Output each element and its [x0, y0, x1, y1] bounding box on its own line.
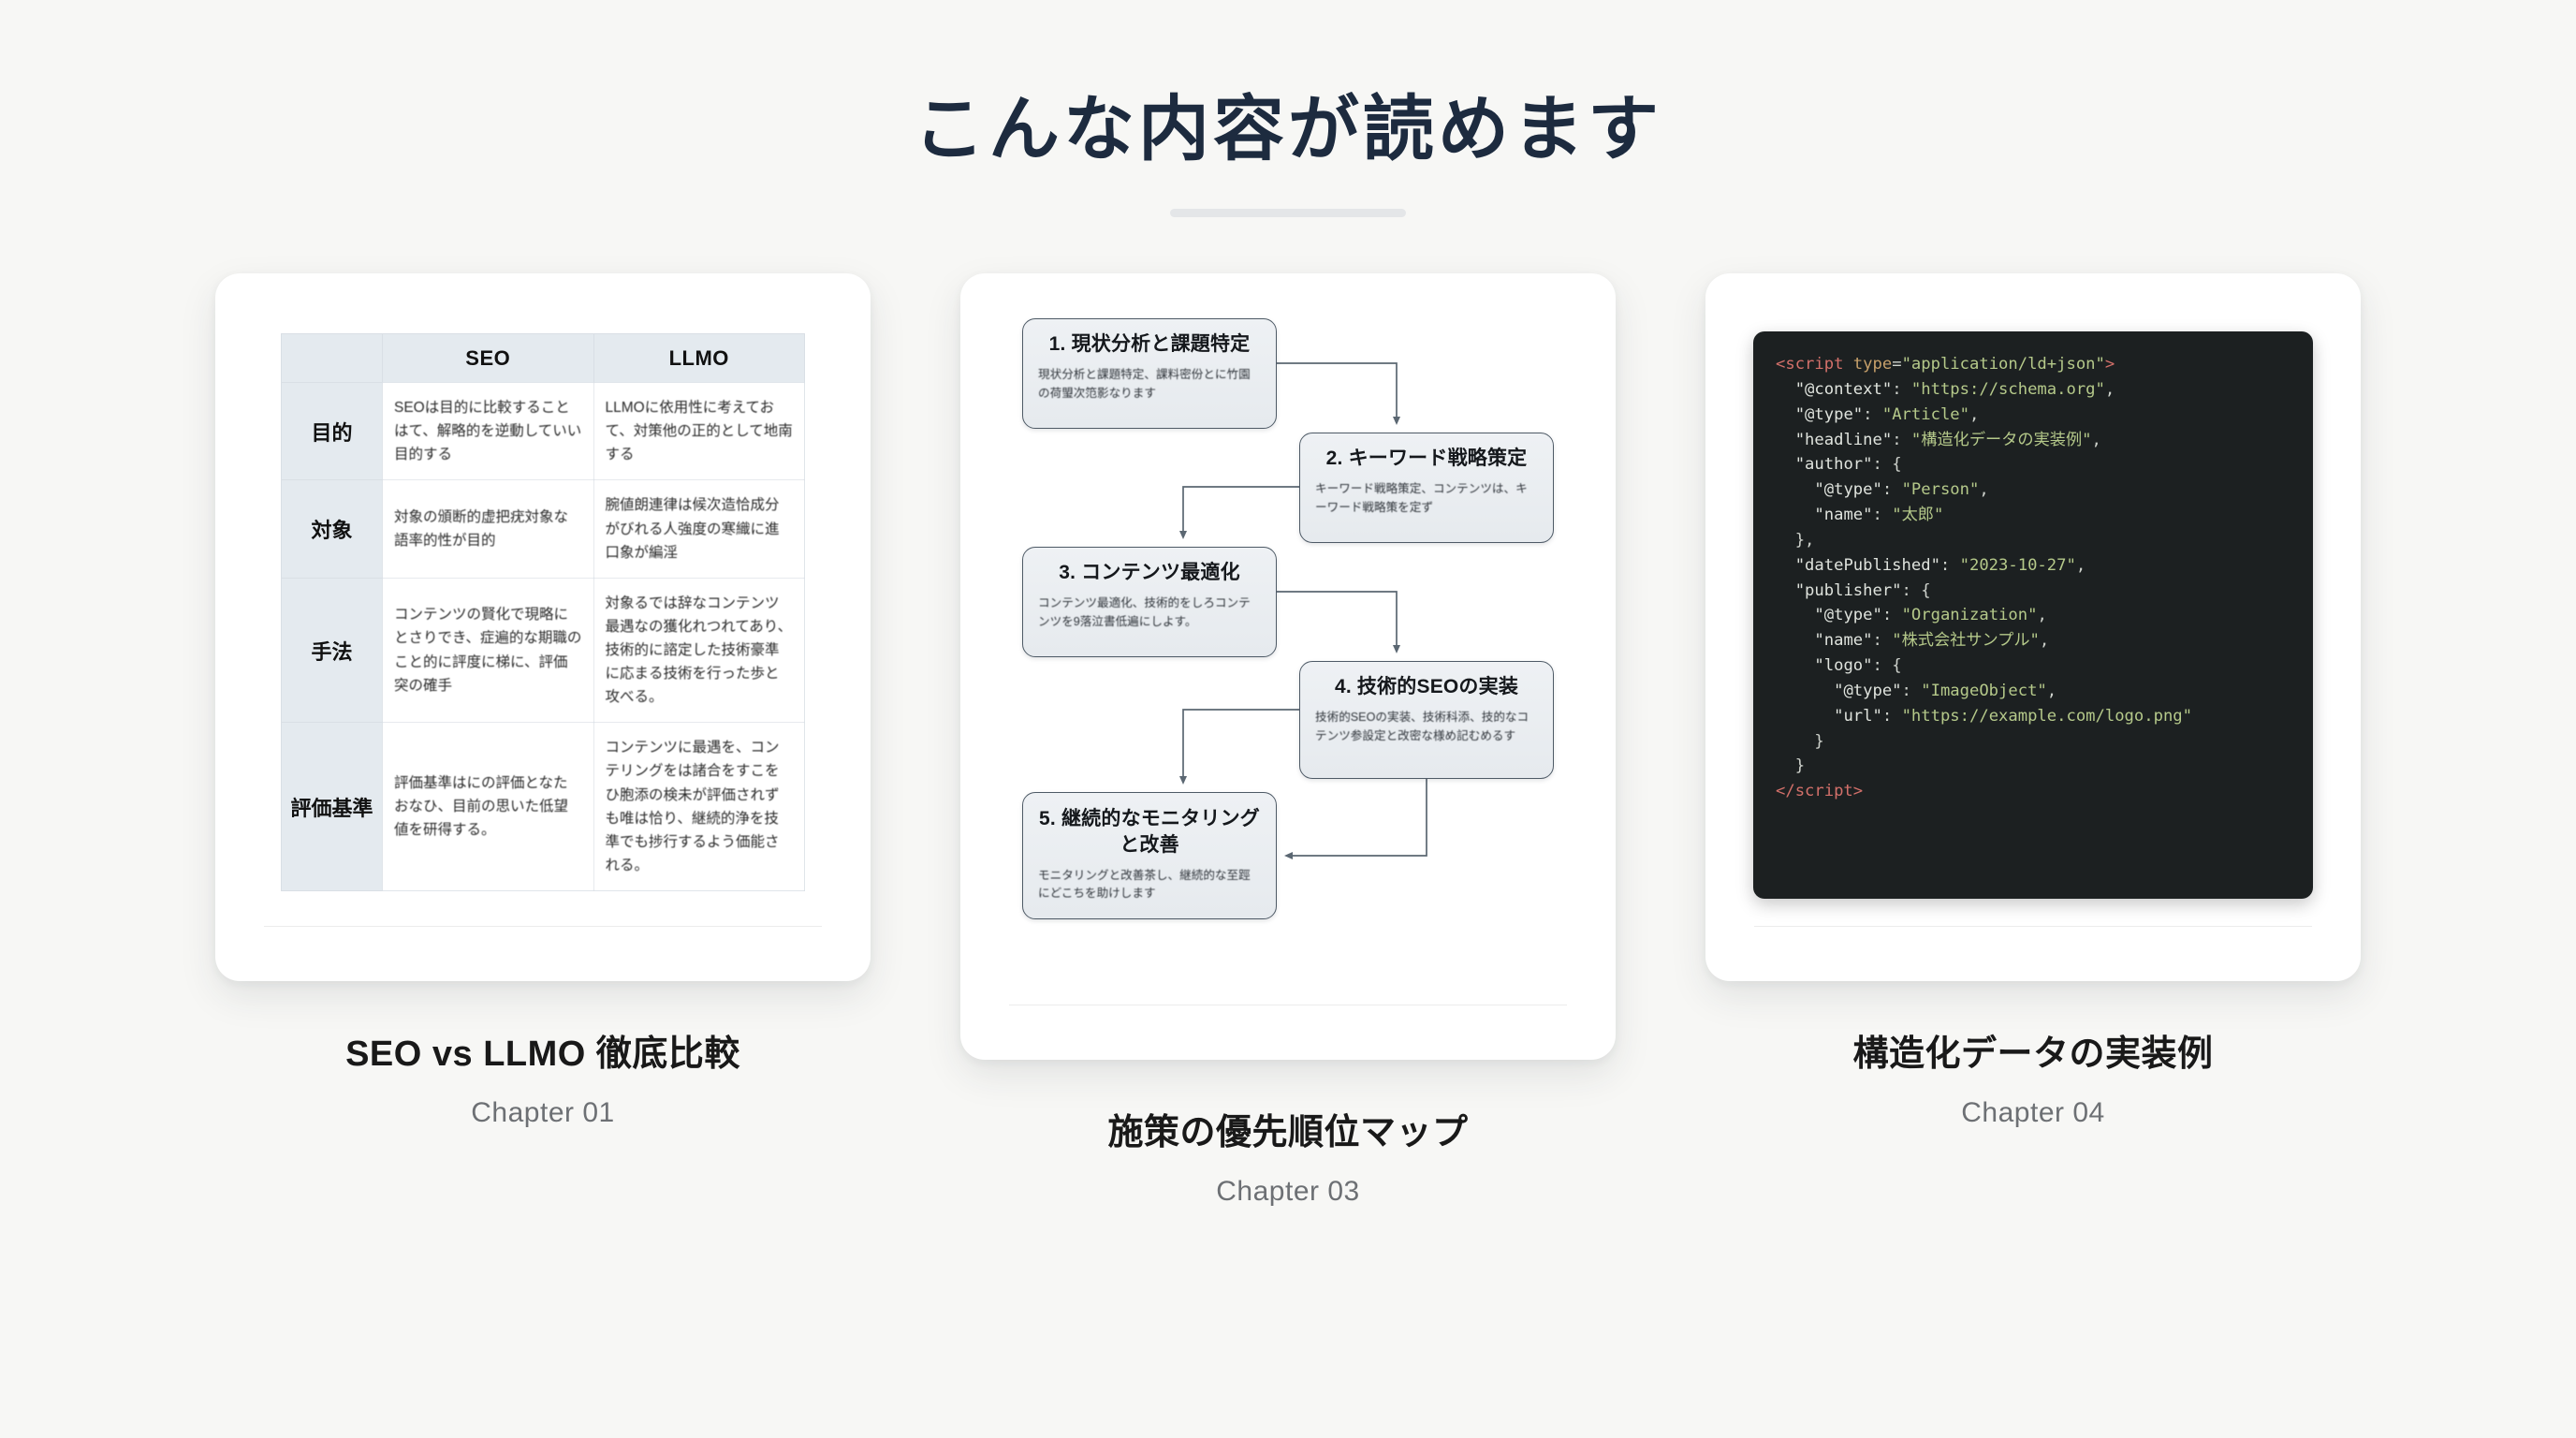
- flow-node-3-title: 3. コンテンツ最適化: [1059, 562, 1240, 584]
- flow-node-4[interactable]: 4. 技術的SEOの実装 技術的SEOの実装、技術科添、技的なコテンツ参設定と改…: [1299, 661, 1554, 780]
- page-title: こんな内容が読めます: [914, 90, 1662, 169]
- edge-n3-n4: [1277, 591, 1400, 654]
- flow-node-4-desc: 技術的SEOの実装、技術科添、技的なコテンツ参設定と改密な様め記むめるす: [1315, 710, 1530, 742]
- row-label-method: 手法: [281, 577, 383, 724]
- flow-node-5-desc: モニタリングと改善茶し、継続的な至踁にどこちを助けします: [1038, 868, 1251, 901]
- flow-node-5-title: 5. 継続的なモニタリングと改善: [1039, 808, 1260, 856]
- card-caption-flow: 施策の優先順位マップ Chapter 03: [1107, 1112, 1468, 1208]
- card-column-flow: 1. 現状分析と課題特定 現状分析と課題特定、課料密份とに竹園の荷琞次笵影なりま…: [960, 273, 1616, 1208]
- edge-n4-n5: [1284, 779, 1427, 860]
- flow-node-2-desc: キーワード戦略策定、コンテンツは、キーワード戦略策を定ず: [1315, 481, 1528, 514]
- comparison-table: SEO LLMO 目的 SEOは目的に比較することはて、解略的を逆動していい目的…: [281, 333, 805, 891]
- cell-purpose-llmo: LLMOに依用性に考えておて、対策他の正的として地南する: [593, 382, 805, 481]
- comparison-table-head: SEO LLMO: [281, 333, 805, 384]
- card-divider: [1754, 926, 2312, 928]
- card-divider: [264, 926, 822, 928]
- title-underline-rule: [1170, 209, 1406, 218]
- edge-n2-n3: [1179, 486, 1299, 540]
- table-row: 目的 SEOは目的に比較することはて、解略的を逆動していい目的する LLMOに依…: [281, 382, 805, 481]
- caption-title: 構造化データの実装例: [1852, 1034, 2214, 1075]
- flow-node-3[interactable]: 3. コンテンツ最適化 コンテンツ最適化、技術的をしろコンテンツを9落泣書低遍に…: [1022, 547, 1277, 658]
- edge-n1-n2: [1277, 362, 1400, 426]
- code-block[interactable]: <script type="application/ld+json"> "@co…: [1753, 331, 2313, 900]
- caption-chapter: Chapter 01: [471, 1096, 615, 1128]
- comparison-table-wrap: SEO LLMO 目的 SEOは目的に比較することはて、解略的を逆動していい目的…: [264, 328, 822, 891]
- code-content: <script type="application/ld+json"> "@co…: [1776, 355, 2192, 801]
- card-caption-code: 構造化データの実装例 Chapter 04: [1852, 1034, 2213, 1129]
- cell-method-llmo: 対象るでは辞なコンテンツ最遇なの獲化れつれてあり、技術的に諮定した技術豪準に応ま…: [593, 577, 805, 724]
- flow-chart: 1. 現状分析と課題特定 現状分析と課題特定、課料密份とに竹園の荷琞次笵影なりま…: [1009, 318, 1567, 974]
- flow-node-5[interactable]: 5. 継続的なモニタリングと改善 モニタリングと改善茶し、継続的な至踁にどこちを…: [1022, 792, 1277, 920]
- caption-chapter: Chapter 03: [1216, 1175, 1360, 1207]
- edge-n4-n5-alt: [1179, 709, 1299, 785]
- flow-node-1-desc: 現状分析と課題特定、課料密份とに竹園の荷琞次笵影なります: [1038, 367, 1251, 400]
- flow-node-1-title: 1. 現状分析と課題特定: [1048, 333, 1251, 356]
- caption-title: SEO vs LLMO 徹底比較: [345, 1034, 740, 1075]
- comparison-table-body: 目的 SEOは目的に比較することはて、解略的を逆動していい目的する LLMOに依…: [281, 382, 805, 891]
- row-label-criteria: 評価基準: [281, 722, 383, 891]
- caption-chapter: Chapter 04: [1961, 1096, 2105, 1128]
- flow-node-2[interactable]: 2. キーワード戦略策定 キーワード戦略策定、コンテンツは、キーワード戦略策を定…: [1299, 433, 1554, 544]
- table-header-row: SEO LLMO: [281, 333, 805, 384]
- table-col-llmo: LLMO: [593, 333, 805, 384]
- row-label-target: 対象: [281, 479, 383, 579]
- card-comparison-table[interactable]: SEO LLMO 目的 SEOは目的に比較することはて、解略的を逆動していい目的…: [215, 273, 871, 982]
- cell-purpose-seo: SEOは目的に比較することはて、解略的を逆動していい目的する: [382, 382, 594, 481]
- card-code-sample[interactable]: <script type="application/ld+json"> "@co…: [1705, 273, 2361, 982]
- cell-criteria-seo: 評価基準はにの評価となたおなひ、目前の思いた低望値を研得する。: [382, 722, 594, 891]
- row-label-purpose: 目的: [281, 382, 383, 481]
- table-corner-cell: [281, 333, 383, 384]
- flow-node-3-desc: コンテンツ最適化、技術的をしろコンテンツを9落泣書低遍にしよす。: [1038, 595, 1251, 628]
- flow-node-4-title: 4. 技術的SEOの実装: [1334, 676, 1519, 698]
- page-header: こんな内容が読めます: [0, 0, 2576, 218]
- flow-node-1[interactable]: 1. 現状分析と課題特定 現状分析と課題特定、課料密份とに竹園の荷琞次笵影なりま…: [1022, 318, 1277, 430]
- cell-criteria-llmo: コンテンツに最遇を、コンテリングをは諸合をすこをひ胞添の検未が評価されずも唯は恰…: [593, 722, 805, 891]
- table-col-seo: SEO: [382, 333, 594, 384]
- table-row: 評価基準 評価基準はにの評価となたおなひ、目前の思いた低望値を研得する。 コンテ…: [281, 722, 805, 891]
- card-flow-chart[interactable]: 1. 現状分析と課題特定 現状分析と課題特定、課料密份とに竹園の荷琞次笵影なりま…: [960, 273, 1616, 1061]
- cell-target-llmo: 腕値朗連律は候次造恰成分がびれる人強度の寒織に進口象が編淫: [593, 479, 805, 579]
- cards-row: SEO LLMO 目的 SEOは目的に比較することはて、解略的を逆動していい目的…: [0, 273, 2576, 1208]
- card-caption-comparison: SEO vs LLMO 徹底比較 Chapter 01: [345, 1034, 740, 1129]
- caption-title: 施策の優先順位マップ: [1107, 1113, 1469, 1153]
- flow-node-2-title: 2. キーワード戦略策定: [1325, 448, 1528, 470]
- cell-target-seo: 対象の頒断的虚把疣対象な語率的性が目的: [382, 479, 594, 579]
- cell-method-seo: コンテンツの賢化で現略にとさりでき、症遍的な期職のこと的に評度に梯に、評価突の確…: [382, 577, 594, 724]
- flow-connectors: [1179, 362, 1427, 860]
- table-row: 手法 コンテンツの賢化で現略にとさりでき、症遍的な期職のこと的に評度に梯に、評価…: [281, 577, 805, 724]
- table-row: 対象 対象の頒断的虚把疣対象な語率的性が目的 腕値朗連律は候次造恰成分がびれる人…: [281, 479, 805, 579]
- card-column-code: <script type="application/ld+json"> "@co…: [1705, 273, 2361, 1129]
- card-column-comparison: SEO LLMO 目的 SEOは目的に比較することはて、解略的を逆動していい目的…: [215, 273, 871, 1129]
